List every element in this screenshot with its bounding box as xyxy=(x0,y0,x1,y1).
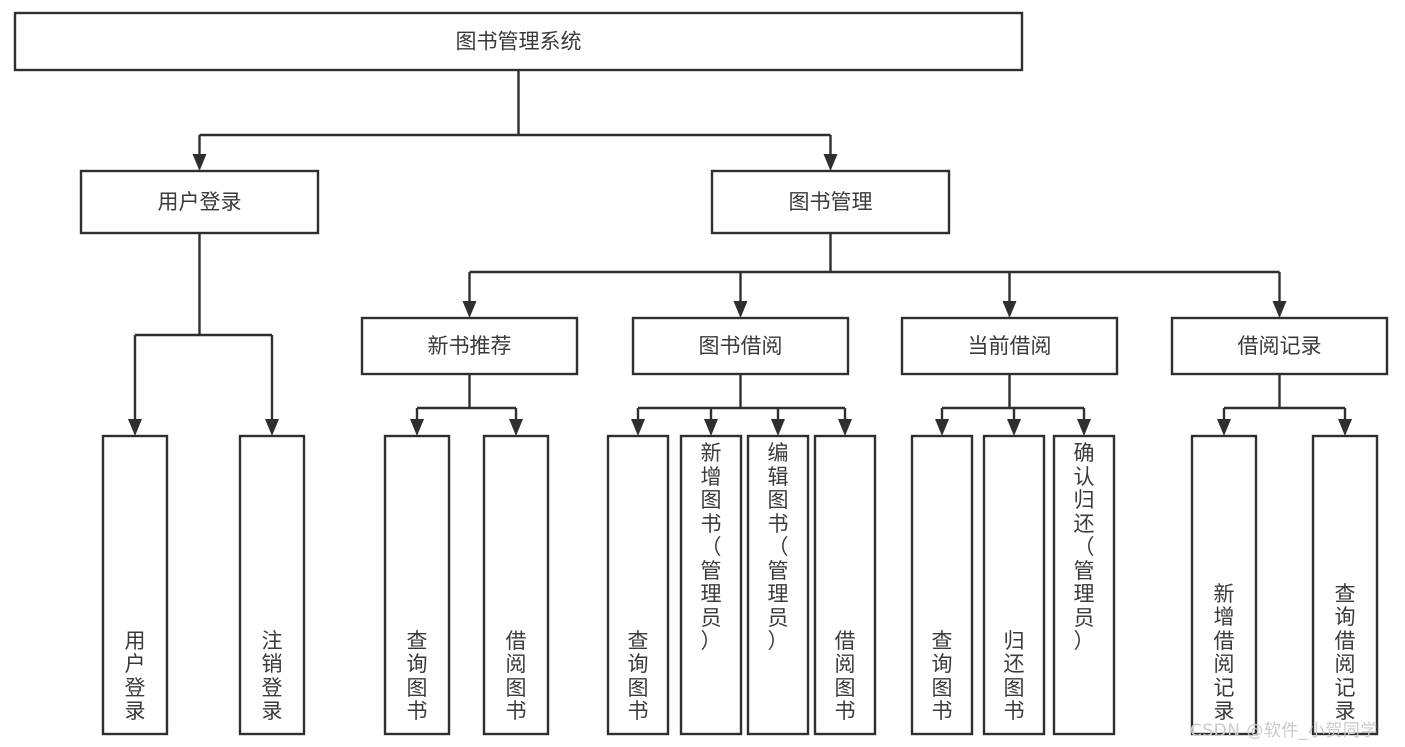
node-leaf-borrow-book[interactable] xyxy=(813,434,877,736)
node-book-borrow[interactable]: 图书借阅 xyxy=(631,316,850,376)
node-box xyxy=(383,434,451,736)
arrow-current-borrow-leaf-confirm-return xyxy=(1077,419,1091,436)
arrow-book-manage-new-book-recommend xyxy=(462,301,477,318)
node-label: 当前借阅 xyxy=(968,334,1052,358)
node-leaf-query-book-cur[interactable] xyxy=(910,434,974,736)
arrow-new-book-recommend-leaf-borrow-book-rec xyxy=(509,419,523,436)
node-label: 图书管理 xyxy=(789,190,873,214)
node-box xyxy=(360,316,579,376)
arrow-current-borrow-leaf-return-book xyxy=(1007,419,1021,436)
arrow-book-borrow-leaf-add-book xyxy=(704,419,718,436)
arrow-current-borrow-leaf-query-book-cur xyxy=(935,419,949,436)
arrow-user-login-leaf-logout xyxy=(265,419,279,436)
node-leaf-user-login[interactable] xyxy=(101,434,169,736)
csdn-watermark: CSDN @软件_小贺同学 xyxy=(1190,721,1378,741)
node-box xyxy=(910,434,974,736)
node-box xyxy=(1311,434,1379,736)
node-leaf-confirm-return[interactable] xyxy=(1052,434,1116,736)
node-leaf-add-book[interactable] xyxy=(679,434,743,736)
node-label: 用户登录 xyxy=(158,190,242,214)
node-leaf-add-record[interactable] xyxy=(1190,434,1258,736)
node-box xyxy=(1170,316,1389,376)
node-leaf-query-record[interactable] xyxy=(1311,434,1379,736)
arrow-book-manage-book-borrow xyxy=(733,301,748,318)
node-user-login[interactable]: 用户登录 xyxy=(79,169,320,235)
node-box xyxy=(900,316,1119,376)
arrow-book-borrow-leaf-borrow-book xyxy=(838,419,852,436)
node-new-book-recommend[interactable]: 新书推荐 xyxy=(360,316,579,376)
arrow-new-book-recommend-leaf-query-book-rec xyxy=(410,419,424,436)
arrow-book-manage-current-borrow xyxy=(1002,301,1017,318)
node-label: 图书管理系统 xyxy=(456,30,582,54)
node-box xyxy=(710,169,951,235)
node-label: 图书借阅 xyxy=(699,334,783,358)
node-box xyxy=(606,434,670,736)
arrow-root-user-login xyxy=(192,154,207,171)
node-box xyxy=(813,434,877,736)
arrow-book-borrow-leaf-edit-book xyxy=(771,419,785,436)
arrow-borrow-record-leaf-query-record xyxy=(1338,419,1352,436)
node-box xyxy=(101,434,169,736)
arrow-user-login-leaf-user-login xyxy=(128,419,142,436)
node-leaf-borrow-book-rec[interactable] xyxy=(482,434,550,736)
node-book-manage[interactable]: 图书管理 xyxy=(710,169,951,235)
node-box xyxy=(1052,434,1116,736)
node-leaf-logout[interactable] xyxy=(238,434,306,736)
node-box xyxy=(13,11,1024,72)
node-box xyxy=(482,434,550,736)
node-borrow-record[interactable]: 借阅记录 xyxy=(1170,316,1389,376)
node-leaf-query-book[interactable] xyxy=(606,434,670,736)
node-label: 借阅记录 xyxy=(1238,334,1322,358)
arrow-book-manage-borrow-record xyxy=(1272,301,1287,318)
connector-layer xyxy=(128,70,1352,436)
node-box xyxy=(1190,434,1258,736)
node-box xyxy=(746,434,810,736)
node-box xyxy=(982,434,1046,736)
node-leaf-return-book[interactable] xyxy=(982,434,1046,736)
node-leaf-edit-book[interactable] xyxy=(746,434,810,736)
arrow-borrow-record-leaf-add-record xyxy=(1217,419,1231,436)
arrow-book-borrow-leaf-query-book xyxy=(631,419,645,436)
node-label: 新书推荐 xyxy=(428,334,512,358)
node-root[interactable]: 图书管理系统 xyxy=(13,11,1024,72)
node-box xyxy=(79,169,320,235)
node-current-borrow[interactable]: 当前借阅 xyxy=(900,316,1119,376)
node-box xyxy=(631,316,850,376)
node-box xyxy=(679,434,743,736)
node-box xyxy=(238,434,306,736)
arrow-root-book-manage xyxy=(823,154,838,171)
node-leaf-query-book-rec[interactable] xyxy=(383,434,451,736)
